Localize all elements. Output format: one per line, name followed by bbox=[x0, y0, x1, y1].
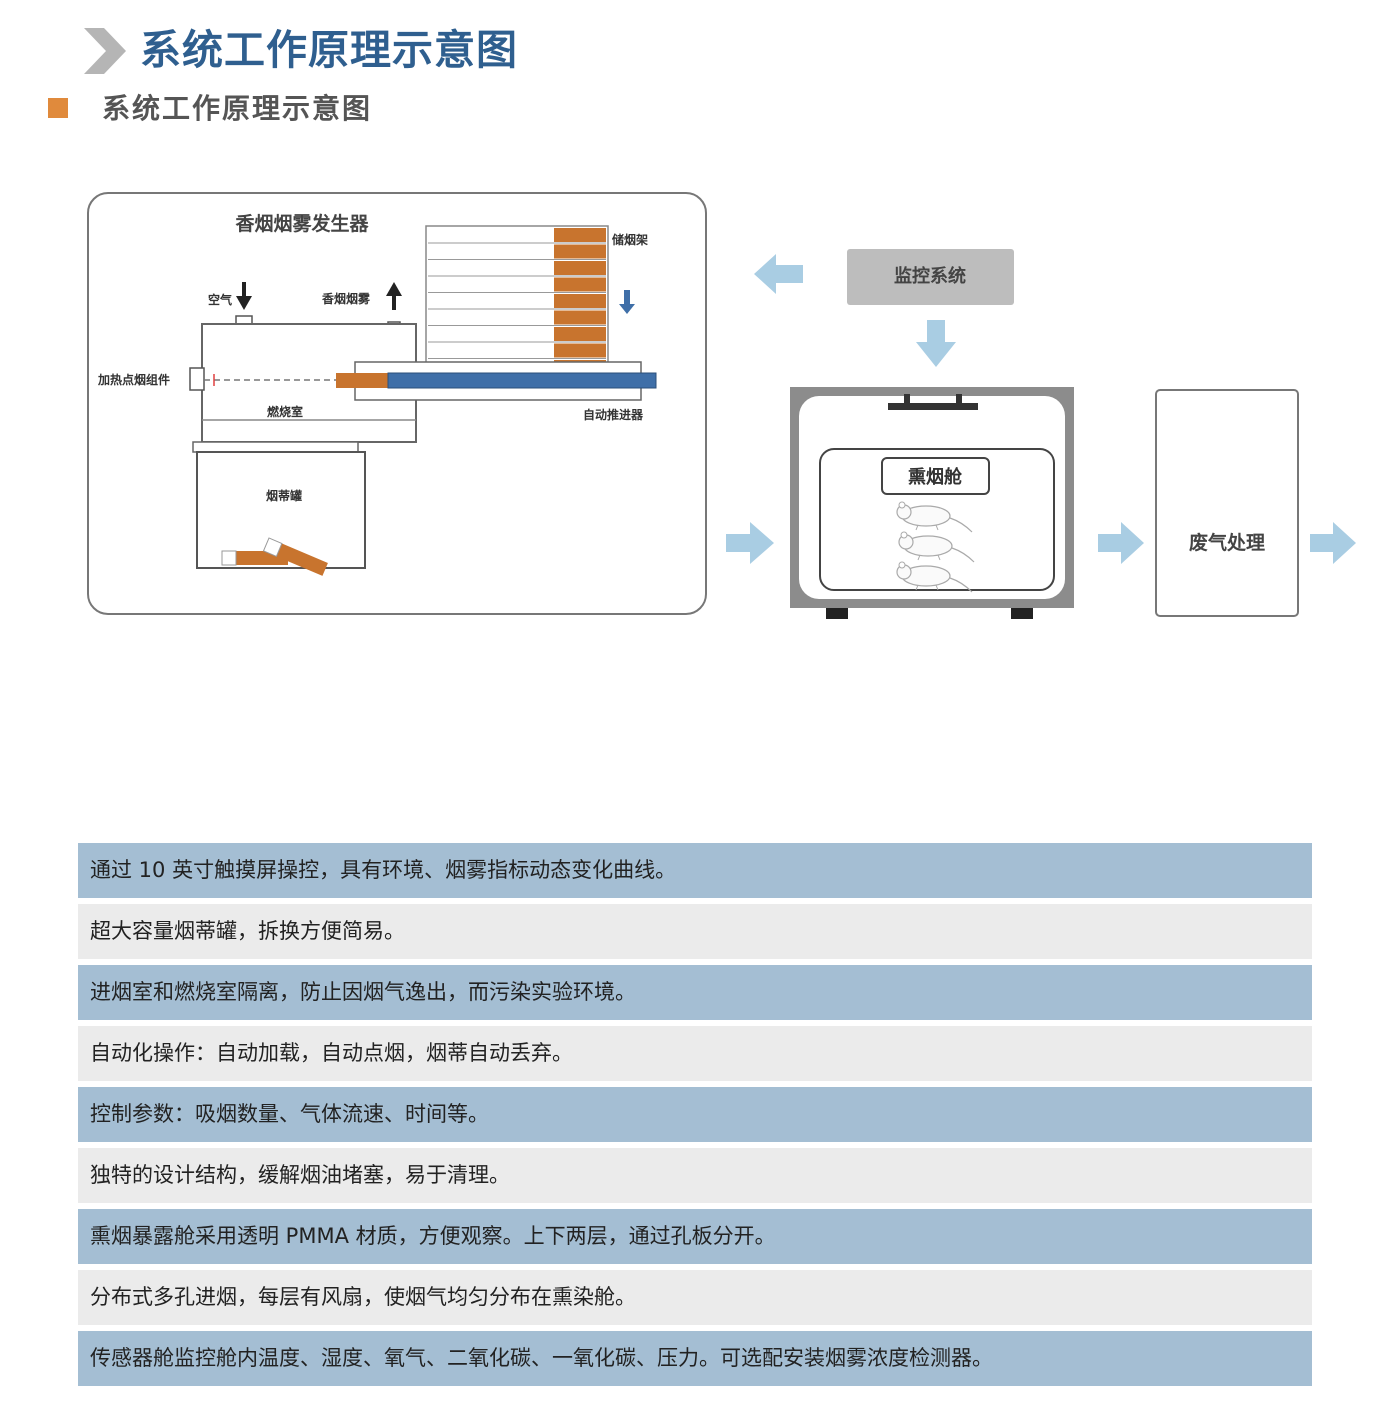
rack-cigarette bbox=[554, 277, 606, 292]
storage-rack-label: 储烟架 bbox=[612, 232, 648, 247]
feature-item: 熏烟暴露舱采用透明 PMMA 材质，方便观察。上下两层，通过孔板分开。 bbox=[78, 1209, 1312, 1264]
header: 系统工作原理示意图 bbox=[82, 22, 782, 78]
arrow-right-icon bbox=[726, 522, 774, 564]
exhaust-box bbox=[1155, 389, 1299, 617]
chamber-label-box bbox=[881, 457, 990, 495]
generator-title: 香烟烟雾发生器 bbox=[234, 212, 369, 235]
rack-cigarette bbox=[554, 261, 606, 275]
square-bullet-icon bbox=[48, 98, 68, 118]
arrow-right-icon bbox=[1310, 522, 1356, 564]
feature-item: 自动化操作：自动加载，自动点烟，烟蒂自动丢弃。 bbox=[78, 1026, 1312, 1081]
feature-list: 通过 10 英寸触摸屏操控，具有环境、烟雾指标动态变化曲线。 超大容量烟蒂罐，拆… bbox=[78, 843, 1312, 1392]
section-header: 系统工作原理示意图 bbox=[48, 92, 548, 128]
chamber-foot bbox=[1011, 608, 1033, 619]
smoke-label: 香烟烟雾 bbox=[321, 291, 371, 306]
feature-item: 分布式多孔进烟，每层有风扇，使烟气均匀分布在熏染舱。 bbox=[78, 1270, 1312, 1325]
rack-cigarette bbox=[554, 310, 606, 325]
system-diagram: 香烟烟雾发生器 储烟架 空气 香烟烟雾 燃烧室 加热点烟组件 自动推进器 烟蒂罐 bbox=[87, 192, 1356, 619]
monitor-box bbox=[847, 249, 1014, 305]
storage-rack bbox=[425, 225, 609, 377]
chevron-right-icon bbox=[84, 28, 126, 74]
feature-item: 通过 10 英寸触摸屏操控，具有环境、烟雾指标动态变化曲线。 bbox=[78, 843, 1312, 898]
mouse-icon bbox=[896, 561, 973, 593]
mice-group bbox=[896, 501, 975, 593]
chamber-foot bbox=[826, 608, 848, 619]
pusher-rod bbox=[387, 372, 657, 389]
chamber-label: 熏烟舱 bbox=[908, 466, 963, 488]
heating-label: 加热点烟组件 bbox=[97, 372, 170, 387]
mouse-icon bbox=[898, 531, 975, 563]
monitor-label: 监控系统 bbox=[894, 265, 966, 287]
air-label: 空气 bbox=[208, 292, 232, 307]
arrow-right-icon bbox=[1098, 522, 1144, 564]
rack-cigarette bbox=[554, 228, 606, 242]
ash-tank-label: 烟蒂罐 bbox=[266, 488, 302, 503]
feature-item: 控制参数：吸烟数量、气体流速、时间等。 bbox=[78, 1087, 1312, 1142]
chamber-handle bbox=[888, 403, 978, 410]
arrow-down-icon bbox=[619, 290, 635, 314]
rack-cigarette bbox=[554, 294, 606, 308]
rack-cigarette bbox=[554, 244, 606, 259]
cigarette-loaded bbox=[336, 373, 388, 388]
combustion-label: 燃烧室 bbox=[267, 404, 303, 419]
rack-cigarette bbox=[554, 343, 606, 358]
feature-item: 独特的设计结构，缓解烟油堵塞，易于清理。 bbox=[78, 1148, 1312, 1203]
page-title: 系统工作原理示意图 bbox=[140, 26, 518, 74]
arrow-down-icon bbox=[236, 282, 252, 310]
arrow-down-icon bbox=[916, 320, 956, 367]
exhaust-label: 废气处理 bbox=[1189, 531, 1265, 554]
section-title: 系统工作原理示意图 bbox=[102, 92, 373, 125]
heating-element bbox=[189, 367, 205, 391]
arrow-up-icon bbox=[386, 282, 402, 310]
ash-tank-lid bbox=[192, 441, 359, 453]
rack-cigarette bbox=[554, 327, 606, 341]
arrow-left-icon bbox=[754, 254, 803, 294]
feature-item: 进烟室和燃烧室隔离，防止因烟气逸出，而污染实验环境。 bbox=[78, 965, 1312, 1020]
pusher-label: 自动推进器 bbox=[583, 407, 644, 422]
feature-item: 传感器舱监控舱内温度、湿度、氧气、二氧化碳、一氧化碳、压力。可选配安装烟雾浓度检… bbox=[78, 1331, 1312, 1386]
mouse-icon bbox=[896, 501, 973, 533]
feature-item: 超大容量烟蒂罐，拆换方便简易。 bbox=[78, 904, 1312, 959]
